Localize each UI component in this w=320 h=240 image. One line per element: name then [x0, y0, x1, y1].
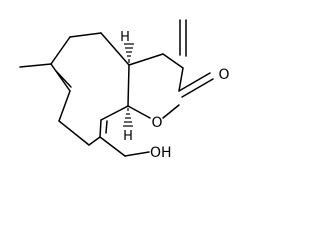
- hydroxymethyl-bond: [124, 151, 150, 157]
- stereo-h-bottom: H: [123, 129, 133, 144]
- hashed-wedge-top: [124, 43, 134, 63]
- carbonyl-bond: [181, 78, 214, 98]
- bond: [88, 136, 101, 146]
- bond: [100, 105, 129, 121]
- lactone-ring: [127, 53, 184, 119]
- hashed-wedge-bottom: [123, 108, 133, 127]
- bond: [162, 53, 184, 69]
- bond: [50, 63, 71, 92]
- bond: [99, 119, 102, 138]
- bond: [178, 67, 184, 92]
- bond: [58, 90, 71, 122]
- methyl-bond: [19, 63, 52, 68]
- bond: [127, 64, 130, 107]
- carbonyl-oxygen-label: O: [218, 67, 229, 83]
- bond: [127, 105, 151, 119]
- ring-oxygen-label: O: [151, 115, 162, 131]
- chemical-structure: H H O O OH: [19, 19, 230, 161]
- bond: [128, 53, 164, 66]
- double-bond-inner: [105, 120, 108, 134]
- hydroxymethyl-bond: [99, 136, 126, 157]
- bond: [50, 36, 71, 65]
- stereo-h-top: H: [120, 30, 130, 45]
- double-bond-inner: [55, 70, 72, 88]
- bond: [58, 120, 90, 146]
- bond: [69, 32, 102, 38]
- macrocycle-ring: [50, 32, 130, 146]
- hydroxyl-label: OH: [150, 145, 172, 161]
- bond: [100, 32, 130, 66]
- carbonyl-bond: [178, 72, 211, 92]
- bond: [162, 104, 180, 119]
